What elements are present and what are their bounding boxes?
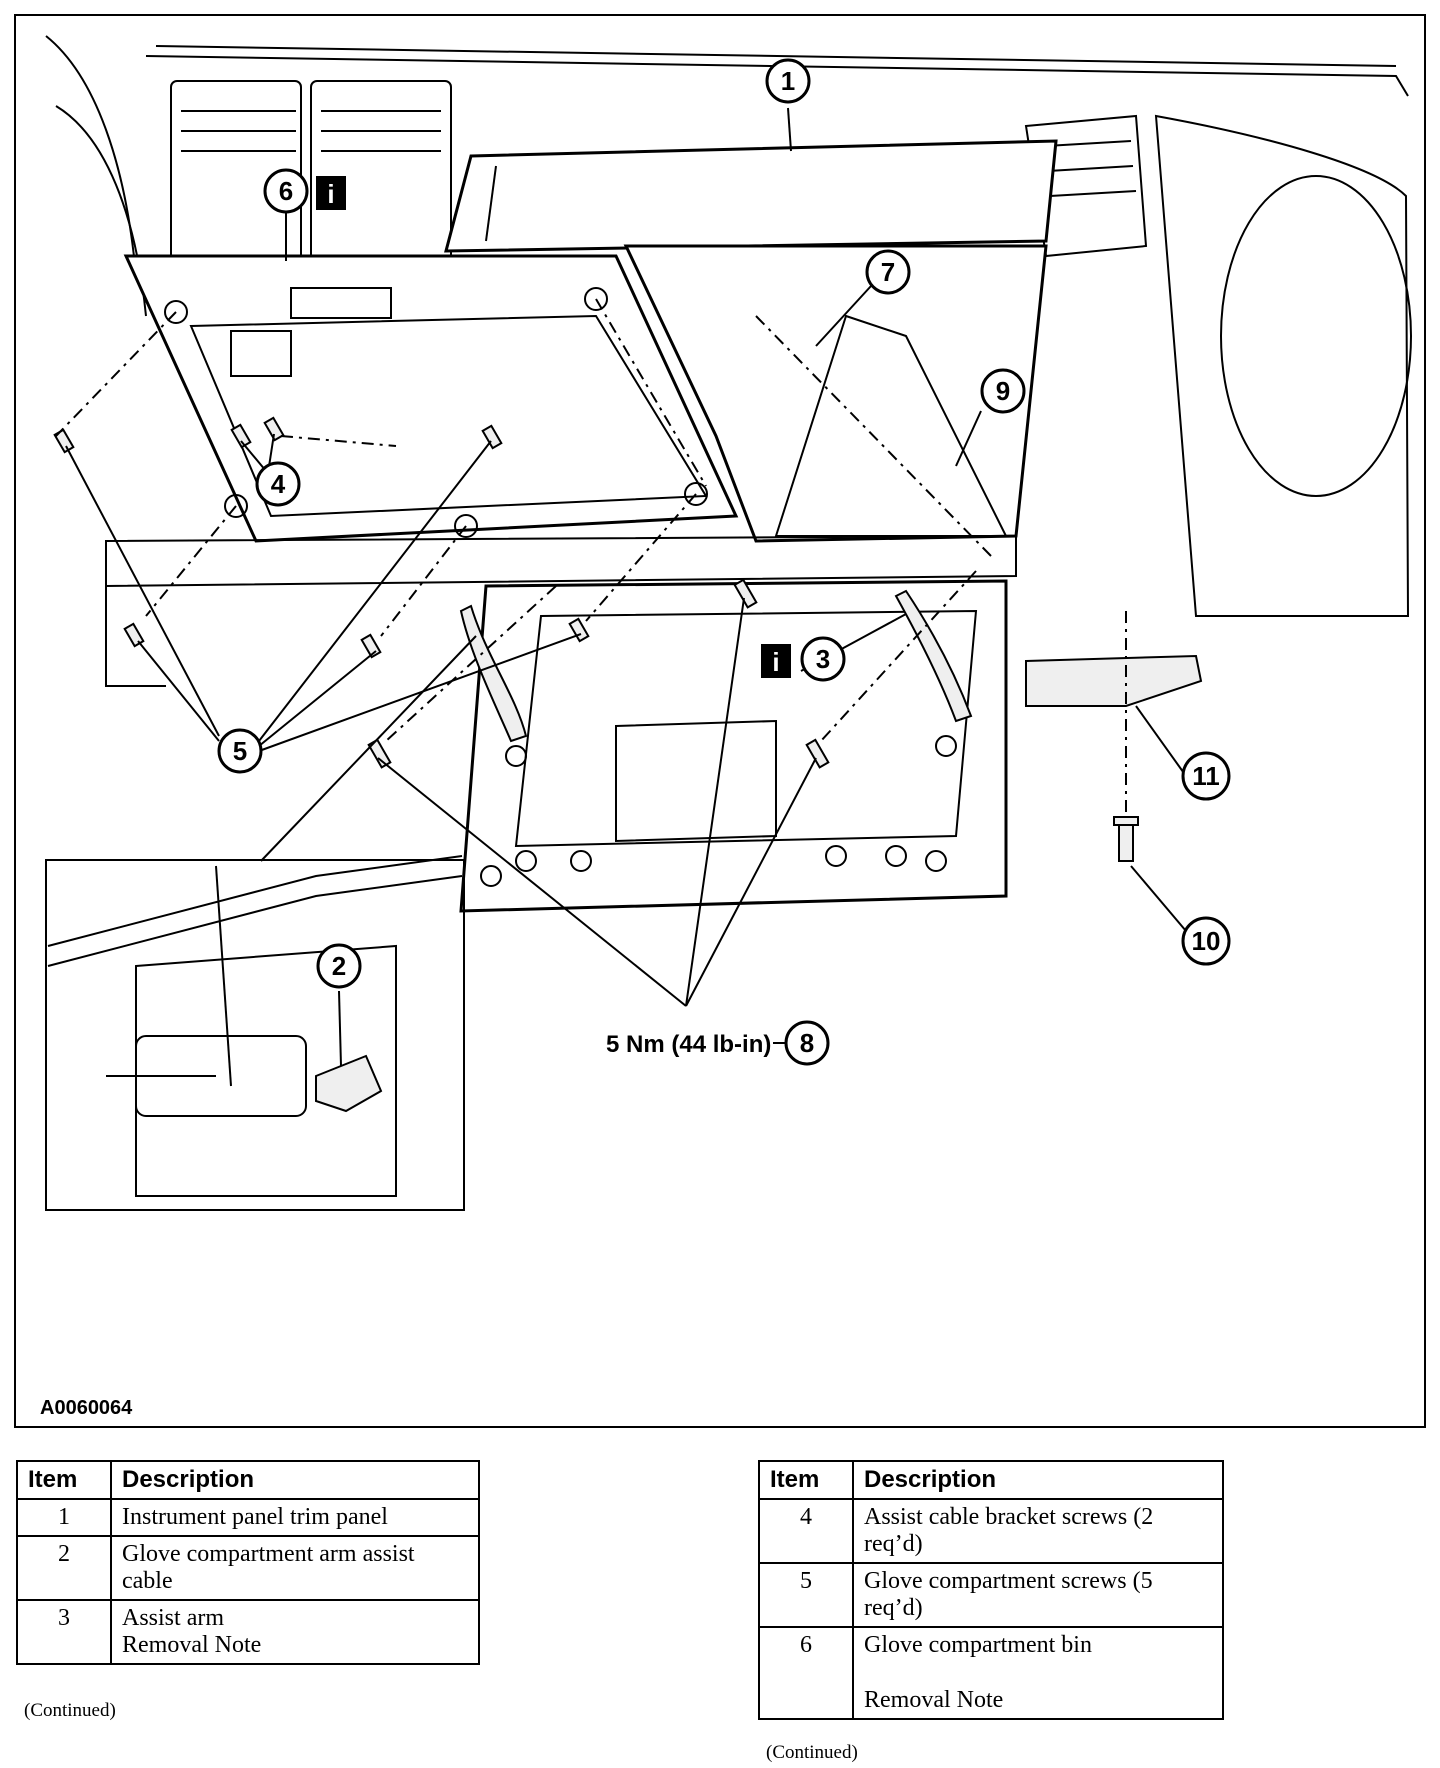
svg-text:5: 5 <box>233 736 247 766</box>
door-fastener-bosses <box>480 735 957 887</box>
inset-detail-drawing <box>47 855 463 1197</box>
item-number: 6 <box>758 1626 854 1720</box>
figure-id: A0060064 <box>40 1397 133 1419</box>
legend-table-left: Item Description 1 Instrument panel trim… <box>16 1460 480 1665</box>
column-header-description: Description <box>110 1460 480 1500</box>
item-description: Glove compartment bin Removal Note <box>852 1626 1224 1720</box>
legend-table-right: Item Description 4 Assist cable bracket … <box>758 1460 1224 1720</box>
item-number: 3 <box>16 1599 112 1665</box>
assembly-center-lines <box>55 298 1127 816</box>
steering-column-opening <box>1220 175 1412 497</box>
callout-8: 8 <box>784 1020 830 1066</box>
center-vent-right <box>310 80 452 262</box>
continued-note: (Continued) <box>766 1742 858 1763</box>
lower-bracket <box>1025 654 1203 707</box>
instrument-panel-trim-panel <box>444 139 1058 253</box>
info-icon: i <box>316 176 346 210</box>
callout-9: 9 <box>980 368 1026 414</box>
exploded-view-figure: i i 1 2 3 4 5 6 7 8 9 10 11 5 Nm (44 lb-… <box>14 14 1426 1428</box>
svg-text:8: 8 <box>800 1028 814 1058</box>
lower-left-bracket <box>105 546 166 687</box>
table-header-row: Item Description <box>758 1460 1224 1500</box>
item-description: Glove compartment arm assist cable <box>110 1535 480 1601</box>
glove-box-frame <box>623 244 1048 543</box>
torque-spec-label: 5 Nm (44 lb-in) <box>606 1031 771 1058</box>
item-description: Assist cable bracket screws (2 req’d) <box>852 1498 1224 1564</box>
table-row: 6 Glove compartment bin Removal Note <box>758 1626 1224 1720</box>
item-description: Glove compartment screws (5 req’d) <box>852 1562 1224 1628</box>
a-pillar-left <box>45 35 137 277</box>
item-number: 4 <box>758 1498 854 1564</box>
callout-3: 3 <box>800 636 846 682</box>
door-inner-panel <box>514 609 978 848</box>
item-number: 5 <box>758 1562 854 1628</box>
item-description: Assist arm Removal Note <box>110 1599 480 1665</box>
svg-text:7: 7 <box>881 257 895 287</box>
continued-note: (Continued) <box>24 1700 116 1721</box>
right-side-panel <box>1154 114 1410 617</box>
dash-top-edge <box>145 55 1409 97</box>
assist-arm-right <box>894 589 973 723</box>
item-number: 2 <box>16 1535 112 1601</box>
svg-text:4: 4 <box>271 469 286 499</box>
item-number: 1 <box>16 1498 112 1537</box>
svg-text:2: 2 <box>332 951 346 981</box>
table-row: 4 Assist cable bracket screws (2 req’d) <box>758 1498 1224 1564</box>
assist-arm-left <box>459 604 528 743</box>
callout-10: 10 <box>1181 916 1231 966</box>
callout-4: 4 <box>255 461 301 507</box>
callout-6: 6 <box>263 168 309 214</box>
glove-compartment-door <box>459 579 1008 913</box>
item-description: Instrument panel trim panel <box>110 1498 480 1537</box>
table-row: 1 Instrument panel trim panel <box>16 1498 480 1537</box>
inset-detail-frame <box>45 859 465 1211</box>
svg-text:i: i <box>327 179 334 209</box>
svg-text:3: 3 <box>816 644 830 674</box>
column-header-item: Item <box>758 1460 854 1500</box>
column-header-description: Description <box>852 1460 1224 1500</box>
callout-1: 1 <box>765 58 811 104</box>
lower-dash-rail <box>105 534 1017 588</box>
a-pillar-left-inner <box>55 105 147 317</box>
svg-text:i: i <box>772 647 779 677</box>
callout-11: 11 <box>1181 751 1231 801</box>
exploded-view-drawing: i i 1 2 3 4 5 6 7 8 9 10 11 5 Nm (44 lb-… <box>40 35 1412 1419</box>
vent-louvers <box>181 110 441 152</box>
svg-text:9: 9 <box>996 376 1010 406</box>
column-header-item: Item <box>16 1460 112 1500</box>
table-row: 2 Glove compartment arm assist cable <box>16 1535 480 1601</box>
bin-top-clips <box>290 287 392 319</box>
svg-text:6: 6 <box>279 176 293 206</box>
svg-text:10: 10 <box>1192 926 1221 956</box>
svg-text:11: 11 <box>1192 761 1220 791</box>
table-row: 3 Assist arm Removal Note <box>16 1599 480 1665</box>
info-icon: i <box>761 644 791 678</box>
callout-7: 7 <box>865 249 911 295</box>
windshield-base <box>155 45 1397 67</box>
svg-text:1: 1 <box>781 66 795 96</box>
bin-latch-slot <box>230 330 292 377</box>
table-header-row: Item Description <box>16 1460 480 1500</box>
callout-5: 5 <box>217 728 263 774</box>
callout-2: 2 <box>316 943 362 989</box>
table-row: 5 Glove compartment screws (5 req’d) <box>758 1562 1224 1628</box>
leader-lines <box>65 107 1187 1067</box>
